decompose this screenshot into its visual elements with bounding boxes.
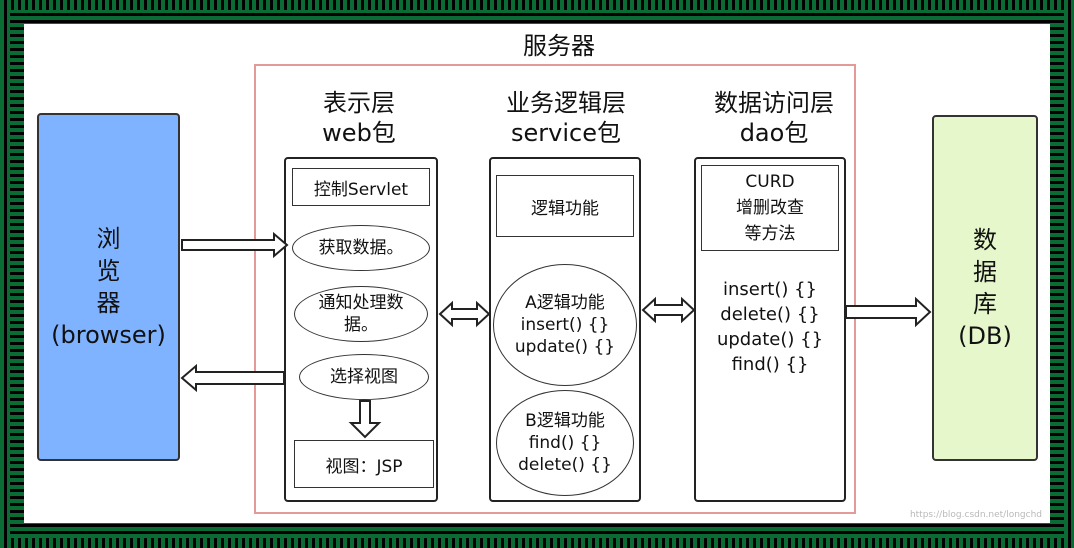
arrow-down-to-jsp: [348, 400, 382, 439]
dao-layer-title: 数据访问层 dao包: [714, 89, 834, 147]
curd-box: CURD 增删改查 等方法: [701, 165, 839, 251]
dao-methods: insert() {} delete() {} update() {} find…: [716, 279, 824, 375]
web-layer-title: 表示层 web包: [322, 89, 396, 147]
diagram-canvas: 服务器 浏 览 器 (browser) 数 据 库 (DB) 表示层 web包 …: [24, 24, 1050, 523]
logic-function-box: 逻辑功能: [496, 175, 634, 237]
arrows-layer: [180, 231, 932, 439]
a-logic-ellipse: A逻辑功能 insert() {} update() {}: [493, 264, 637, 386]
browser-box: 浏 览 器 (browser): [37, 113, 180, 461]
server-box: [254, 64, 856, 514]
watermark: https://blog.csdn.net/longchd: [909, 510, 1042, 520]
db-box: 数 据 库 (DB): [932, 115, 1038, 461]
service-layer-title: 业务逻辑层 service包: [506, 89, 626, 147]
select-view-ellipse: 选择视图: [299, 354, 429, 400]
servlet-box: 控制Servlet: [292, 168, 430, 206]
b-logic-ellipse: B逻辑功能 find() {} delete() {}: [496, 390, 634, 496]
arrow-dao-to-db: [845, 296, 932, 328]
arrow-web-service: [438, 300, 491, 328]
get-data-ellipse: 获取数据。: [292, 225, 430, 271]
arrow-service-dao: [641, 296, 696, 324]
arrow-browser-to-web: [181, 231, 289, 259]
jsp-view-box: 视图：JSP: [294, 440, 434, 488]
server-title: 服务器: [523, 31, 595, 60]
notify-process-ellipse: 通知处理数 据。: [294, 286, 428, 342]
arrow-web-to-browser: [180, 363, 285, 393]
